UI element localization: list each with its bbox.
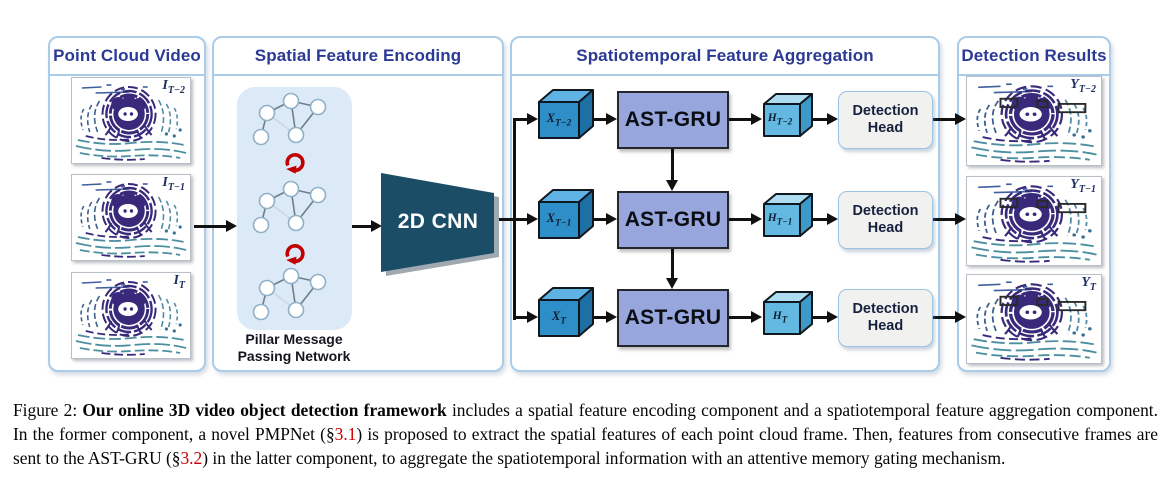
panel-title-point-cloud-video: Point Cloud Video — [50, 38, 204, 76]
arrow-input-to-pmpnet — [194, 220, 237, 232]
arrow-gru-to-h-row3 — [729, 311, 762, 323]
message-passing-rotation-icon — [284, 152, 305, 174]
arrow-gru-to-h-row2 — [729, 213, 762, 225]
arrow-h-to-head-row1 — [800, 113, 838, 125]
ast-gru-box-row3: AST-GRU — [617, 289, 729, 347]
caption-prefix: Figure 2: — [13, 400, 83, 420]
arrow-gru2-to-gru3 — [666, 249, 678, 289]
arrow-x-to-gru-row1 — [582, 113, 617, 125]
arrow-pmpnet-to-cnn — [352, 220, 382, 232]
message-passing-rotation-icon — [284, 243, 305, 265]
feature-cube-label: XT−2 — [546, 111, 572, 129]
memory-cube-label: HT — [772, 310, 788, 325]
graph-icon — [252, 92, 327, 146]
arrow-h-to-head-row2 — [800, 213, 838, 225]
result-frame-t-2: YT−2 — [966, 76, 1102, 166]
input-frame-label: IT — [173, 273, 185, 291]
arrow-x-to-gru-row2 — [582, 213, 617, 225]
cnn-label: 2D CNN — [397, 210, 479, 233]
input-frame-label: IT−1 — [162, 175, 185, 193]
branch-line — [513, 119, 516, 320]
panel-title-detection-results: Detection Results — [959, 38, 1109, 76]
graph-icon — [252, 267, 327, 321]
panel-title-spatiotemporal-feature-aggregation: Spatiotemporal Feature Aggregation — [512, 38, 938, 76]
pmpnet-label: Pillar Message Passing Network — [237, 331, 351, 364]
memory-cube-label: HT−2 — [767, 112, 793, 127]
arrow-head-to-result-row1 — [933, 113, 966, 125]
arrow-h-to-head-row3 — [800, 311, 838, 323]
figure-caption: Figure 2: Our online 3D video object det… — [13, 400, 1159, 469]
input-frame-t-1: IT−1 — [71, 174, 191, 261]
result-frame-t-1: YT−1 — [966, 176, 1102, 266]
caption-bold-title: Our online 3D video object detection fra… — [82, 400, 447, 420]
arrow-gru-to-h-row1 — [729, 113, 762, 125]
input-frame-t: IT — [71, 272, 191, 359]
section-ref-3-1: 3.1 — [334, 424, 357, 445]
graph-icon — [252, 180, 327, 234]
result-frame-label: YT−1 — [1070, 177, 1096, 195]
arrow-branch-to-x-t — [513, 311, 538, 323]
section-ref-3-2: 3.2 — [180, 448, 203, 469]
arrow-head-to-result-row3 — [933, 311, 966, 323]
feature-cube-label: XT−1 — [546, 211, 572, 229]
result-frame-label: YT — [1081, 275, 1096, 293]
feature-cube-label: XT — [551, 309, 567, 327]
ast-gru-box-row2: AST-GRU — [617, 191, 729, 249]
ast-gru-box-row1: AST-GRU — [617, 91, 729, 149]
memory-cube-label: HT−1 — [767, 212, 793, 227]
arrow-cnn-to-x-t-1 — [495, 213, 538, 225]
arrow-gru1-to-gru2 — [666, 149, 678, 191]
input-frame-label: IT−2 — [162, 78, 185, 96]
input-frame-t-2: IT−2 — [71, 77, 191, 164]
panel-title-spatial-feature-encoding: Spatial Feature Encoding — [214, 38, 502, 76]
arrow-head-to-result-row2 — [933, 213, 966, 225]
arrow-x-to-gru-row3 — [582, 311, 617, 323]
arrow-branch-to-x-t-2 — [513, 113, 538, 125]
result-frame-label: YT−2 — [1070, 77, 1096, 95]
result-frame-t: YT — [966, 274, 1102, 364]
cnn-trapezoid — [381, 173, 499, 276]
